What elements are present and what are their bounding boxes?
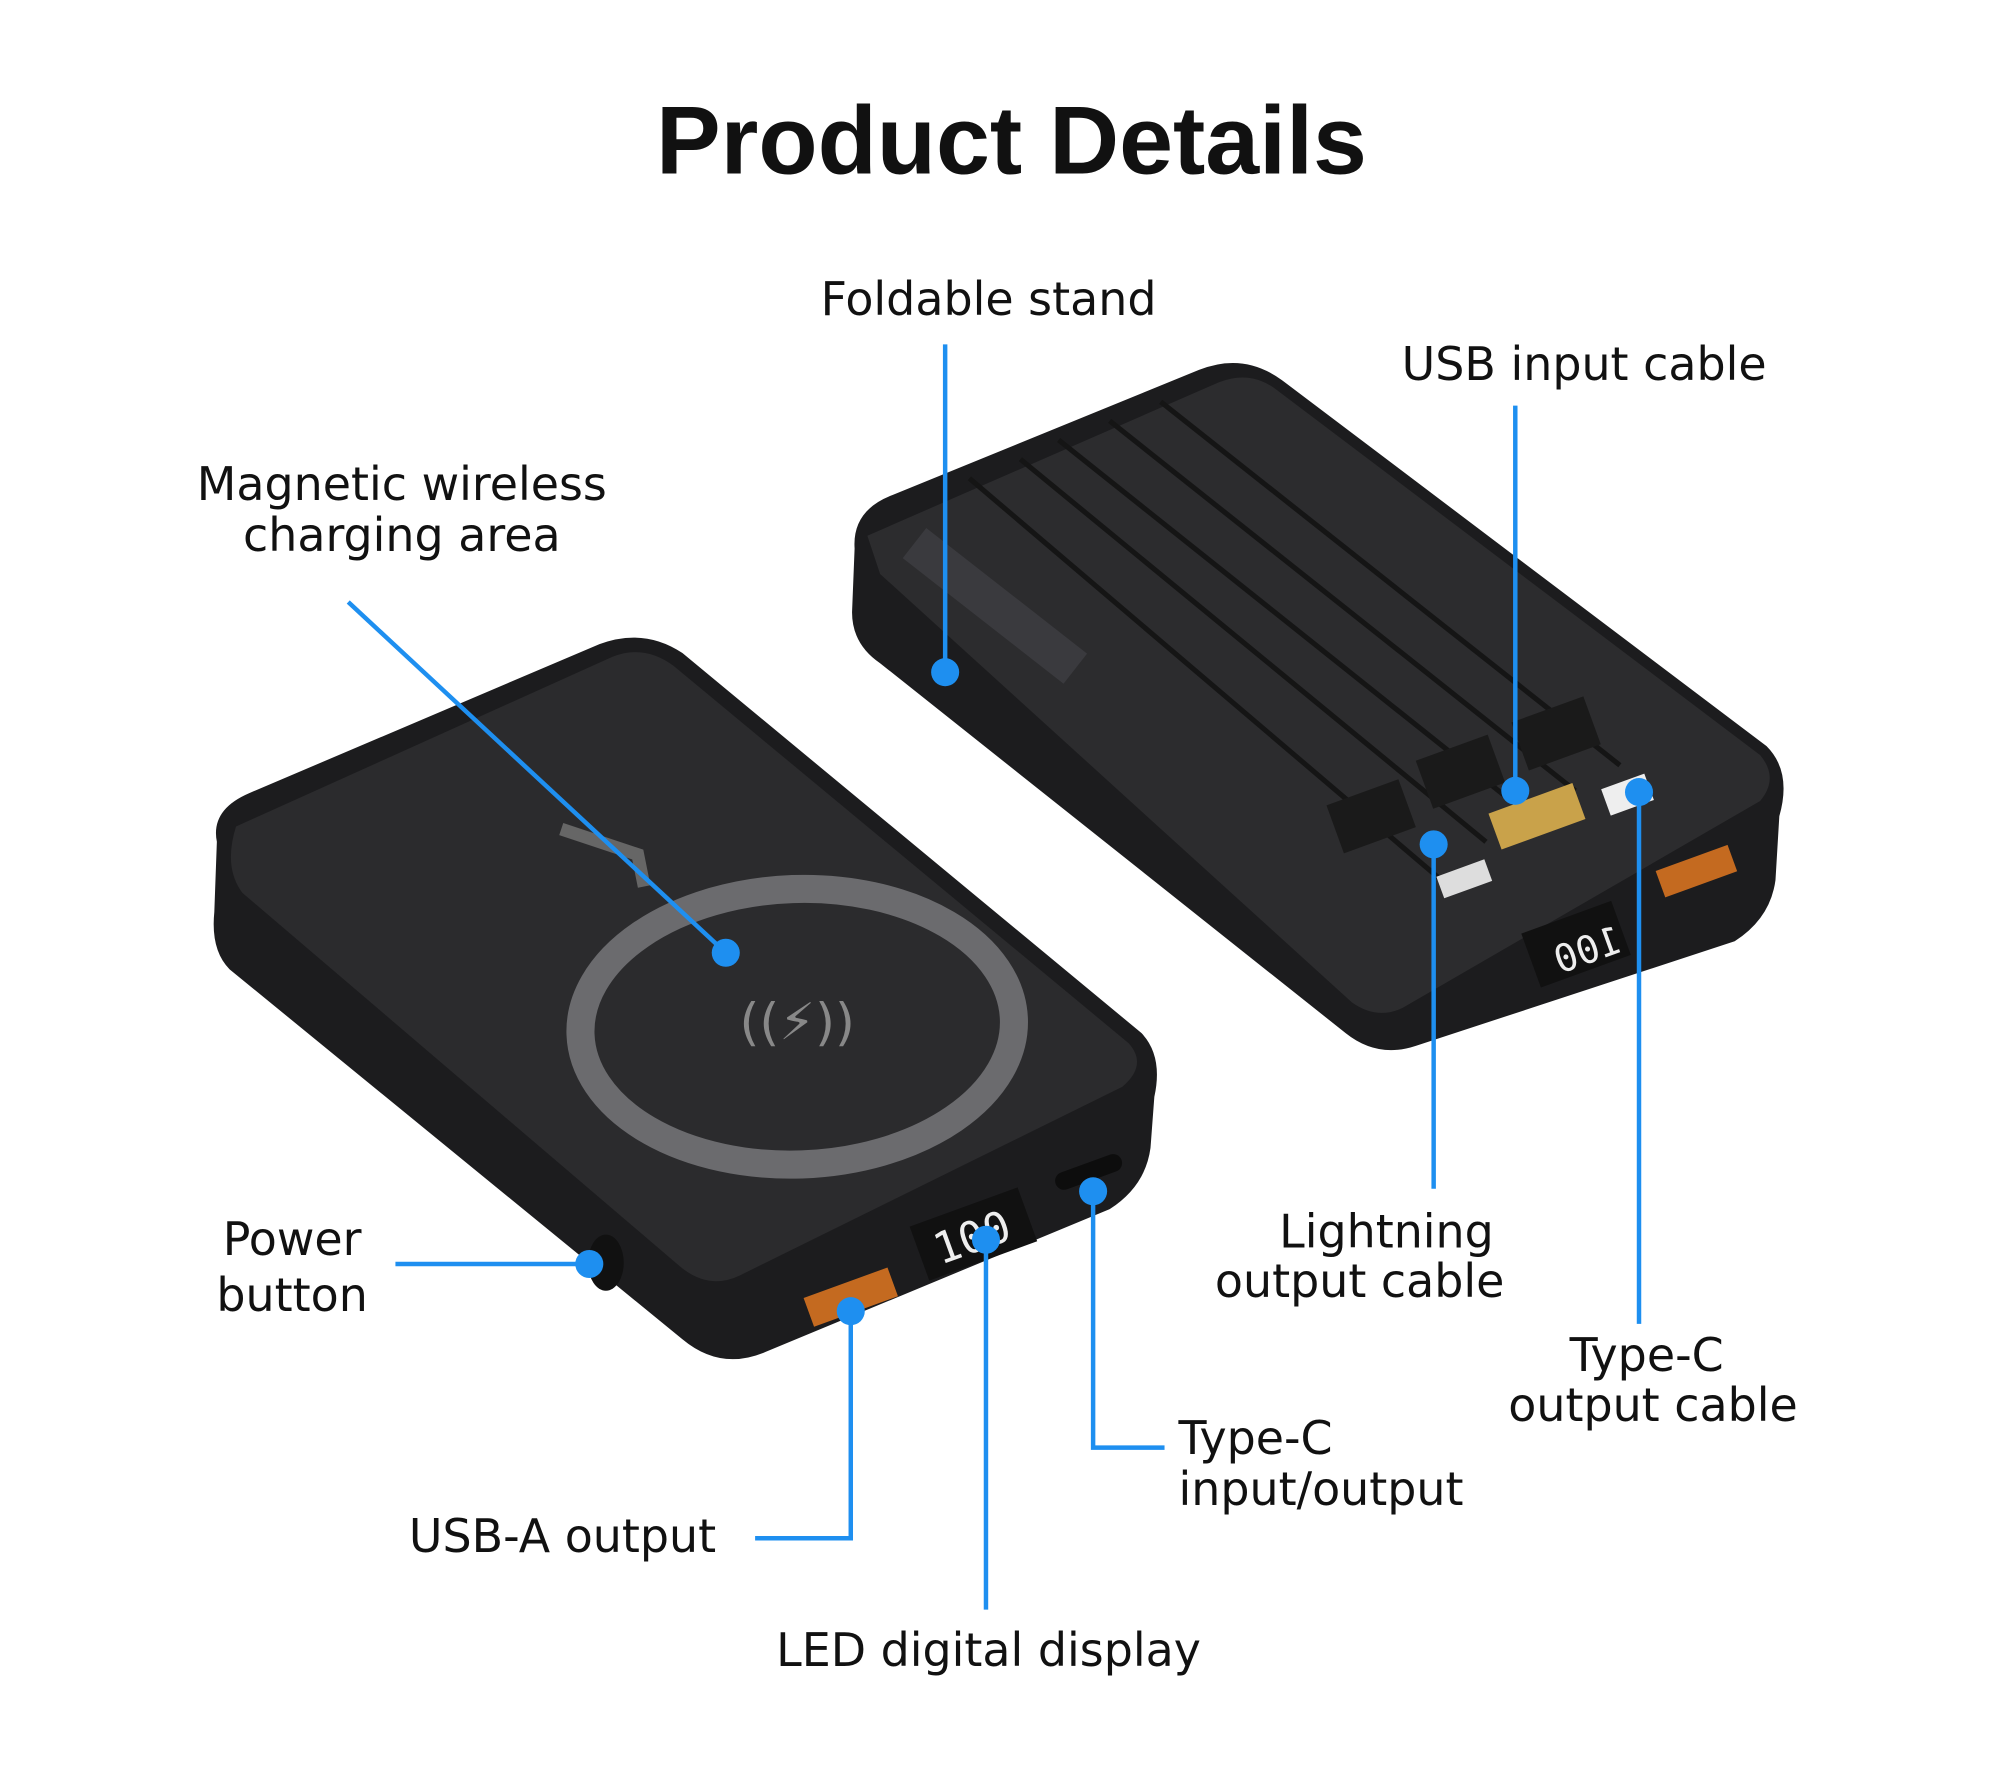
- label-power-line2: button: [216, 1268, 367, 1322]
- label-usb-input-cable: USB input cable: [1402, 337, 1767, 391]
- power-bank-front: ((⚡)) 100: [213, 637, 1157, 1360]
- label-lightning-line1: Lightning: [1279, 1204, 1494, 1258]
- label-typec-io-line1: Type-C: [1178, 1411, 1333, 1465]
- page-title: Product Details: [656, 85, 1367, 194]
- power-bank-back: 100: [852, 362, 1784, 1051]
- wireless-charging-icon: ((⚡)): [739, 994, 854, 1053]
- label-magnetic-line2: charging area: [243, 508, 561, 562]
- label-typec-out-line1: Type-C: [1569, 1328, 1724, 1382]
- label-usb-a-output: USB-A output: [409, 1509, 716, 1563]
- callout-lines: [346, 344, 1654, 1610]
- label-typec-out-line2: output cable: [1508, 1378, 1798, 1432]
- label-typec-io-line2: input/output: [1179, 1462, 1464, 1516]
- label-foldable-stand: Foldable stand: [821, 272, 1157, 326]
- label-led-display: LED digital display: [776, 1623, 1201, 1677]
- label-magnetic-line1: Magnetic wireless: [197, 457, 607, 511]
- label-power-line1: Power: [223, 1212, 362, 1266]
- label-lightning-line2: output cable: [1215, 1254, 1505, 1308]
